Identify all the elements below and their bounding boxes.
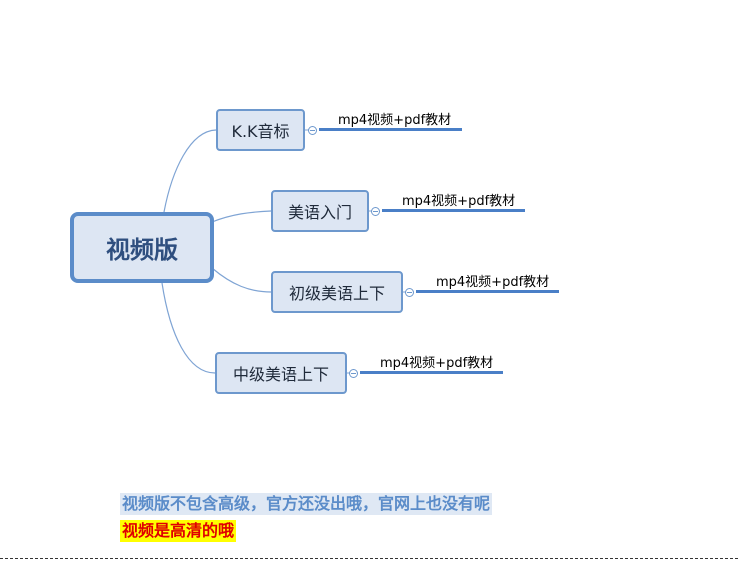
collapse-toggle-intro[interactable] (371, 207, 380, 216)
branch-node-intermediate[interactable]: 中级美语上下 (215, 352, 347, 394)
branch-note-beginner: mp4视频+pdf教材 (436, 275, 550, 290)
caption-no-advanced: 视频版不包含高级，官方还没出哦，官网上也没有呢 (120, 493, 493, 515)
connector-kk (163, 129, 217, 213)
branch-label: 美语入门 (287, 203, 352, 222)
page-divider (0, 558, 738, 559)
note-underline-intro (382, 209, 525, 212)
collapse-toggle-kk[interactable] (308, 126, 317, 135)
branch-label: 初级美语上下 (288, 284, 385, 303)
connector-intermediate (161, 282, 216, 374)
branch-node-kk[interactable]: K.K音标 (216, 109, 305, 151)
branch-node-intro[interactable]: 美语入门 (271, 190, 369, 232)
root-label: 视频版 (106, 236, 178, 264)
caption-hd-video: 视频是高清的哦 (120, 520, 237, 542)
branch-label: K.K音标 (231, 122, 290, 141)
note-underline-kk (319, 128, 462, 131)
branch-note-intro: mp4视频+pdf教材 (402, 194, 516, 209)
collapse-toggle-intermediate[interactable] (349, 369, 358, 378)
branch-node-beginner[interactable]: 初级美语上下 (271, 271, 403, 313)
branch-note-kk: mp4视频+pdf教材 (338, 113, 452, 128)
note-underline-beginner (416, 290, 559, 293)
connector-intro (211, 210, 272, 223)
branch-note-intermediate: mp4视频+pdf教材 (380, 356, 494, 371)
connector-beginner (211, 267, 272, 293)
note-underline-intermediate (360, 371, 503, 374)
collapse-toggle-beginner[interactable] (405, 288, 414, 297)
branch-label: 中级美语上下 (232, 365, 329, 384)
root-node[interactable]: 视频版 (70, 212, 214, 283)
